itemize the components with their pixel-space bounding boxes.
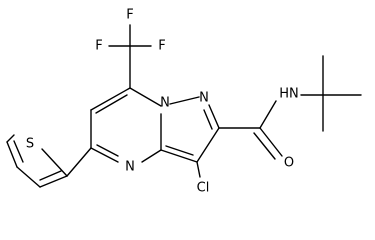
atom-cl: Cl: [197, 181, 210, 196]
bond-n-bridge-n2: [169, 96, 200, 105]
bond-c5-thiophene: [66, 147, 92, 177]
bond-c3-c3a: [160, 149, 198, 163]
bond-c5-n4-double: [96, 144, 119, 157]
bond-c3-cl: [196, 161, 201, 178]
atom-n-pyrazole: N: [199, 91, 209, 106]
atom-f-left: F: [95, 39, 102, 54]
bond-th-c4-c5-double: [13, 140, 24, 163]
bond-c2-c3: [196, 127, 220, 163]
bond-c5-n4: [90, 147, 119, 163]
chemical-structure: F F F N N N S Cl O HN: [6, 8, 362, 196]
atom-o: O: [284, 156, 294, 171]
bond-n2-c2: [208, 104, 220, 129]
bond-th-c3-c4: [16, 166, 41, 188]
bond-carbonyl-n: [259, 100, 277, 129]
atom-nh: HN: [279, 87, 299, 102]
bond-c7-n-bridge: [129, 87, 162, 107]
bond-th-c5-s: [6, 134, 15, 143]
atom-f-top: F: [126, 8, 133, 23]
bond-c7-c6: [90, 87, 131, 111]
bond-th-c2-c3-double: [39, 170, 62, 181]
bond-th-s-c2: [41, 148, 68, 177]
bonds: [6, 24, 362, 188]
atom-labels: F F F N N N S Cl O HN: [26, 8, 299, 196]
atom-f-right: F: [158, 39, 165, 54]
bond-th-c4-c5: [6, 141, 18, 168]
bond-c7-c6-double: [95, 94, 128, 114]
atom-n-bridge: N: [160, 96, 170, 111]
atom-s: S: [26, 137, 34, 152]
bond-carbonyl-o-double: [253, 132, 276, 160]
atom-n-pyrimidine: N: [125, 160, 135, 175]
bond-carbonyl-o: [259, 127, 283, 157]
bond-c3-c3a-double: [165, 145, 194, 156]
bond-th-c2-c3: [39, 175, 68, 188]
bond-n2-c2-double: [203, 109, 213, 130]
bond-n4-c3a: [141, 149, 162, 163]
